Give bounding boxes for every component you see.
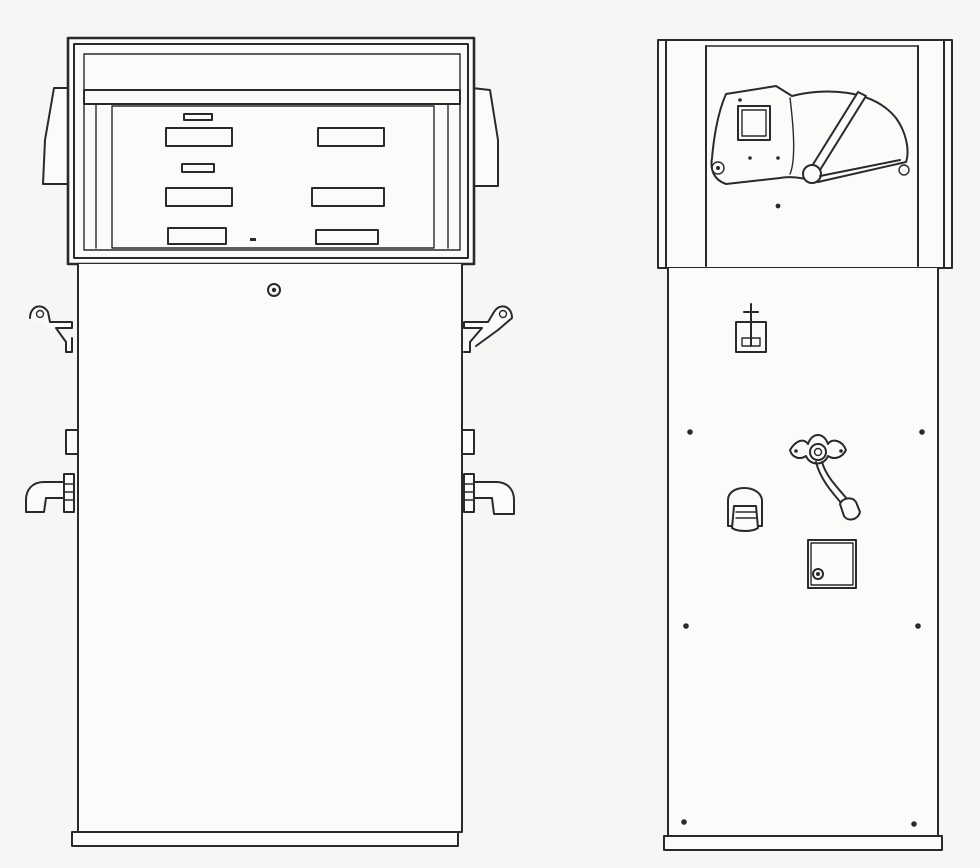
- right-holder-bracket: [463, 305, 513, 353]
- register-pointer-link: [819, 159, 901, 177]
- valve-body: [809, 443, 827, 461]
- register-screw-3: [776, 156, 780, 160]
- left-nozzle-coupling: [63, 473, 75, 513]
- valve-bolt-right: [839, 449, 843, 453]
- hand-grip: [727, 487, 763, 532]
- register-right-bolt: [898, 164, 910, 176]
- register-left-bolt-center: [716, 166, 720, 170]
- access-hatch: [807, 539, 857, 589]
- side-cabinet-body: [667, 267, 939, 837]
- valve-hose-right-edge: [821, 461, 849, 501]
- access-hatch-lock-center: [816, 572, 820, 576]
- side-plinth: [663, 835, 943, 851]
- panel-screw-bottom-left: [681, 819, 687, 825]
- valve-fitting: [789, 434, 861, 521]
- register-housing-seam: [789, 97, 795, 175]
- left-hose-holder: [29, 305, 73, 353]
- head-bezel: [83, 53, 461, 251]
- panel-screw-mid-right: [915, 623, 921, 629]
- lever-switch: [735, 303, 767, 353]
- right-holder-bolt: [498, 309, 508, 319]
- register-left-bolt: [711, 161, 725, 175]
- register-window-inner: [741, 109, 767, 137]
- register-mechanism: [710, 85, 910, 185]
- head-top-rail: [83, 89, 461, 105]
- front-lock-outer: [267, 283, 281, 297]
- display-window-small-middle: [181, 163, 215, 173]
- display-window-left-2: [165, 187, 233, 207]
- left-holder-bolt: [35, 309, 45, 319]
- display-window-left-1: [165, 127, 233, 147]
- front-view: [25, 36, 515, 847]
- front-cabinet-body: [77, 263, 463, 833]
- access-hatch-lock: [812, 568, 824, 580]
- valve-hose-left-edge: [815, 461, 843, 505]
- valve-core: [813, 447, 823, 457]
- register-window: [737, 105, 771, 141]
- panel-screw-top-left: [687, 429, 693, 435]
- head-outer-frame: [66, 36, 476, 266]
- front-lock-inner: [271, 287, 277, 293]
- right-nozzle-coupling: [463, 473, 475, 513]
- right-nozzle: [463, 473, 515, 515]
- side-head-dot: [775, 203, 781, 209]
- side-view: [657, 39, 953, 851]
- head-frame-inner-line: [73, 43, 469, 259]
- register-pointer-hub: [802, 164, 822, 184]
- display-window-right-1: [317, 127, 385, 147]
- side-head: [657, 39, 953, 269]
- access-hatch-inner: [810, 542, 854, 586]
- right-hose-holder: [463, 305, 513, 353]
- left-side-tab: [65, 429, 79, 455]
- display-window-small-top: [183, 113, 213, 121]
- valve-hose-end: [839, 497, 861, 521]
- display-window-right-2: [311, 187, 385, 207]
- valve-bolt-left: [794, 449, 798, 453]
- panel-screw-bottom-right: [911, 821, 917, 827]
- display-panel: [111, 105, 435, 249]
- panel-screw-mid-left: [683, 623, 689, 629]
- display-window-right-3: [315, 229, 379, 245]
- display-head: [66, 36, 476, 266]
- display-window-left-3: [167, 227, 227, 245]
- access-hatch-plate: [807, 539, 857, 589]
- left-nozzle: [25, 473, 75, 513]
- lever-switch-base: [741, 337, 761, 347]
- left-nozzle-spout: [25, 481, 67, 513]
- panel-screw-top-right: [919, 429, 925, 435]
- right-side-tab: [461, 429, 475, 455]
- right-nozzle-spout: [473, 481, 515, 515]
- front-plinth: [71, 831, 459, 847]
- register-screw-2: [748, 156, 752, 160]
- display-dot-mark: [250, 238, 256, 241]
- register-screw-1: [738, 98, 742, 102]
